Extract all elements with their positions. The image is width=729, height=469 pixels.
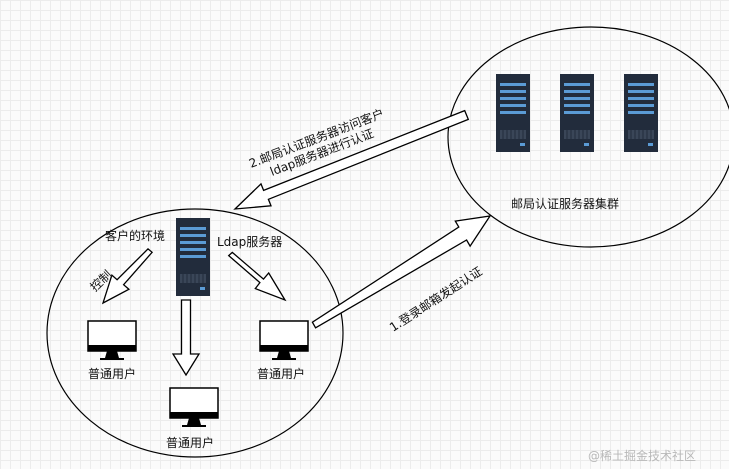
- cluster-label: 邮局认证服务器集群: [511, 196, 619, 211]
- monitor-icon: [169, 387, 219, 428]
- user-label-left: 普通用户: [88, 366, 136, 381]
- step2-arrow-icon: [233, 109, 470, 210]
- customer-environment-boundary: [46, 208, 344, 458]
- monitor-icon: [87, 320, 137, 361]
- step1-arrow-icon: [311, 215, 492, 329]
- customer-environment-label: 客户的环境: [105, 228, 165, 243]
- user-label-center: 普通用户: [166, 435, 214, 450]
- control-arrow-icon: [101, 248, 154, 305]
- watermark: @稀土掘金技术社区: [588, 448, 696, 463]
- cluster-server-icon: [495, 73, 531, 153]
- right-down-arrow-icon: [227, 251, 287, 302]
- cluster-server-icon: [623, 73, 659, 153]
- ldap-server-label: Ldap服务器: [217, 234, 282, 249]
- monitor-icon: [259, 320, 309, 361]
- cluster-boundary: [447, 26, 729, 248]
- cluster-server-icon: [559, 73, 595, 153]
- ldap-server-icon: [175, 217, 211, 297]
- down-arrow-icon: [171, 299, 201, 377]
- user-label-right: 普通用户: [257, 366, 305, 381]
